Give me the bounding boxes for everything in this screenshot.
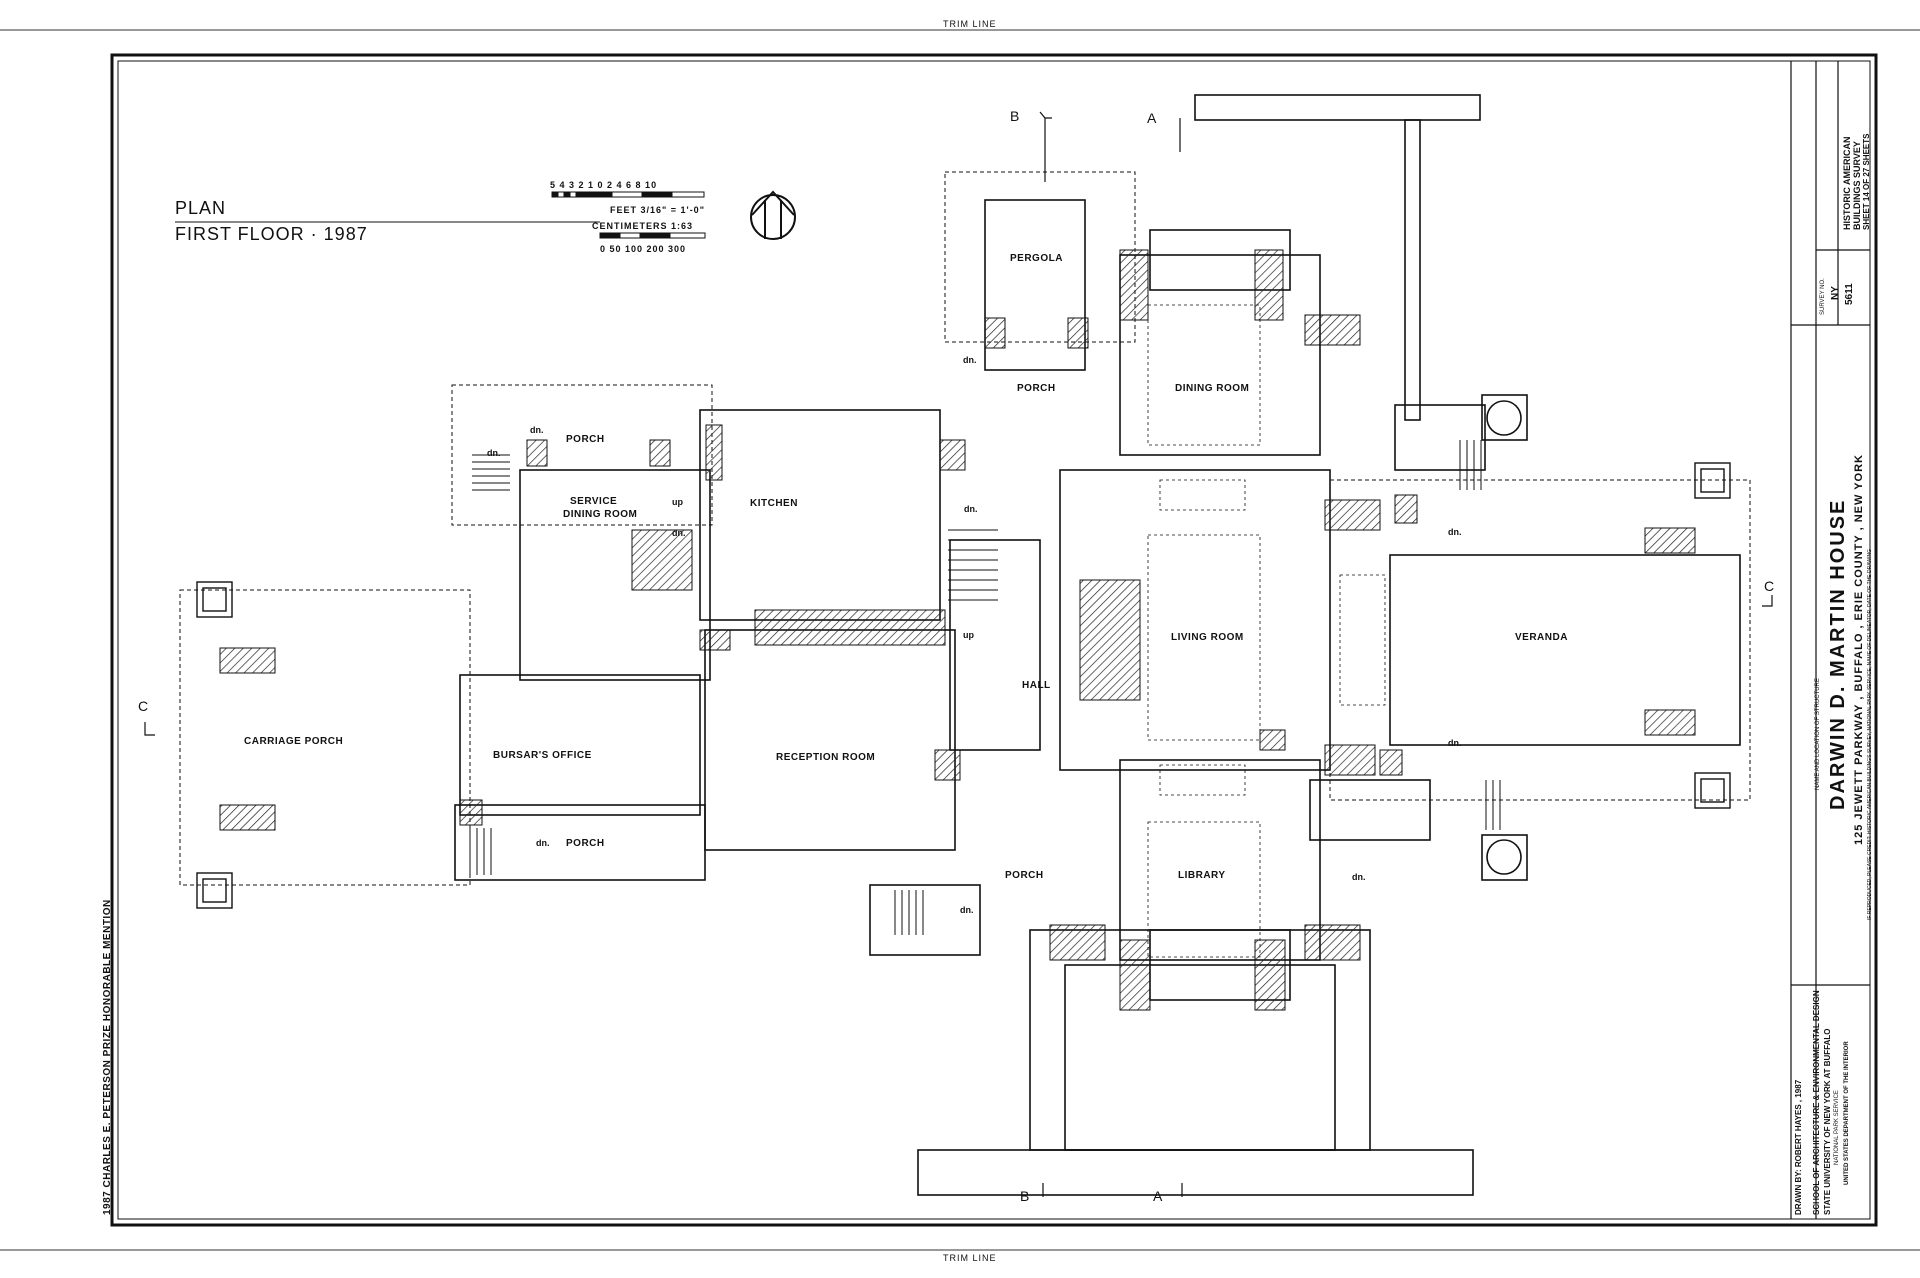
title-block-under-direction: NATIONAL PARK SERVICE	[1834, 1090, 1840, 1165]
room-label-pergola: PERGOLA	[1010, 253, 1063, 264]
title-block-sheet: SHEET 14 OF 27 SHEETS	[1862, 133, 1871, 230]
section-marker-b-top: B	[1010, 108, 1020, 124]
plan-title: PLAN	[175, 198, 227, 218]
title-block-dept: UNITED STATES DEPARTMENT OF THE INTERIOR	[1844, 1041, 1850, 1185]
stair-note-dn: dn.	[672, 528, 686, 538]
title-block-school-2: STATE UNIVERSITY OF NEW YORK AT BUFFALO	[1823, 1028, 1832, 1215]
title-block-survey-no-1: NY	[1830, 286, 1841, 300]
room-label-service-dining: DINING ROOM	[563, 509, 638, 520]
stair-note-up: up	[963, 630, 974, 640]
title-block-address: 125 JEWETT PARKWAY , BUFFALO , ERIE COUN…	[1853, 454, 1865, 845]
room-label-porch-service: PORCH	[566, 434, 605, 445]
title-block-drawn-by: DRAWN BY: ROBERT HAYES , 1987	[1794, 1079, 1803, 1215]
room-label-porch-bottom: PORCH	[566, 838, 605, 849]
stair-note-dn: dn.	[487, 448, 501, 458]
title-block	[1790, 61, 1870, 1219]
section-marker-c-right: C	[1764, 578, 1775, 594]
plan-subtitle: FIRST FLOOR · 1987	[175, 224, 368, 244]
stair-note-dn: dn.	[963, 355, 977, 365]
stair-note-dn: dn.	[1448, 527, 1462, 537]
stair-note-dn: dn.	[1448, 738, 1462, 748]
room-label-carriage-porch: CARRIAGE PORCH	[244, 736, 344, 747]
stair-note-dn: dn.	[964, 504, 978, 514]
title-block-org-2: BUILDINGS SURVEY	[1852, 141, 1862, 230]
scale-cm-label: CENTIMETERS 1:63	[592, 221, 694, 231]
title-block-repro-note: IF REPRODUCED, PLEASE CREDIT: HISTORIC A…	[1867, 549, 1873, 920]
sheet-border-inner	[117, 60, 1871, 1220]
room-label-library: LIBRARY	[1178, 870, 1226, 881]
section-marker-a-bottom: A	[1153, 1188, 1163, 1204]
stair-note-dn: dn.	[960, 905, 974, 915]
room-label-veranda: VERANDA	[1515, 632, 1568, 643]
title-block-name-label: NAME AND LOCATION OF STRUCTURE	[1815, 678, 1821, 790]
scale-bar	[551, 191, 706, 239]
stair-note-up: up	[672, 497, 683, 507]
room-label-reception-room: RECEPTION ROOM	[776, 752, 876, 763]
stairs	[469, 440, 1501, 935]
hatched-piers	[219, 249, 1696, 1011]
trim-line-bottom-label: TRIM LINE	[943, 1253, 997, 1263]
title-block-name: DARWIN D. MARTIN HOUSE	[1827, 498, 1849, 810]
trim-line-top-label: TRIM LINE	[943, 19, 997, 29]
room-label-dining-room: DINING ROOM	[1175, 383, 1250, 394]
stair-note-dn: dn.	[1352, 872, 1366, 882]
room-label-kitchen: KITCHEN	[750, 498, 798, 509]
room-label-porch-lower: PORCH	[1005, 870, 1044, 881]
stair-note-dn: dn.	[530, 425, 544, 435]
scale-cm-ticks: 0 50 100 200 300	[600, 244, 687, 254]
sheet-border-outer	[110, 53, 1878, 1227]
room-label-hall: HALL	[1022, 680, 1051, 691]
prize-credit: 1987 CHARLES E. PETERSON PRIZE HONORABLE…	[102, 899, 113, 1215]
section-arrows	[144, 111, 1773, 1197]
title-block-org-1: HISTORIC AMERICAN	[1842, 136, 1852, 230]
room-label-porch-top: PORCH	[1017, 383, 1056, 394]
room-label-bursars-office: BURSAR'S OFFICE	[493, 750, 592, 761]
section-marker-c-left: C	[138, 698, 149, 714]
title-block-survey-label: SURVEY NO.	[1820, 278, 1826, 315]
stair-note-dn: dn.	[536, 838, 550, 848]
building-outline	[179, 94, 1751, 1196]
section-marker-a-top: A	[1147, 110, 1157, 126]
section-marker-b-bottom: B	[1020, 1188, 1030, 1204]
north-arrow	[750, 190, 796, 240]
scale-feet-ticks: 5 4 3 2 1 0 2 4 6 8 10	[550, 180, 658, 190]
title-block-survey-no-2: 5611	[1844, 283, 1855, 305]
room-dashes	[1147, 304, 1386, 958]
room-label-living-room: LIVING ROOM	[1171, 632, 1244, 643]
room-label-service: SERVICE	[570, 496, 618, 507]
pier-blocks	[196, 462, 1731, 909]
title-block-school-1: SCHOOL OF ARCHITECTURE & ENVIRONMENTAL D…	[1812, 990, 1821, 1215]
urns	[1481, 394, 1528, 881]
scale-feet-label: FEET 3/16" = 1'-0"	[610, 205, 705, 215]
